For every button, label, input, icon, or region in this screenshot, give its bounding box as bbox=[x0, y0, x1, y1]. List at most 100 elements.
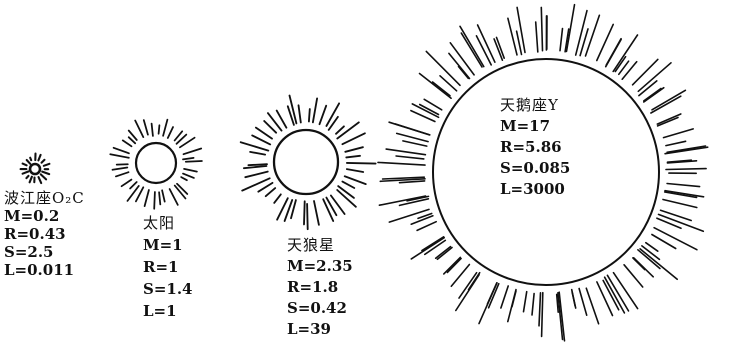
star-ray bbox=[38, 155, 40, 161]
star-radius: R=1.8 bbox=[287, 278, 353, 296]
star-s-value: S=0.42 bbox=[287, 299, 353, 317]
star-ray bbox=[586, 288, 598, 324]
star-name: 太阳 bbox=[143, 214, 193, 232]
star-ray bbox=[250, 152, 265, 155]
star-ray bbox=[572, 290, 576, 309]
star-ray bbox=[396, 156, 424, 159]
star-ray bbox=[320, 106, 327, 125]
star-ray bbox=[605, 277, 625, 313]
star-ray bbox=[651, 96, 681, 113]
star-ray bbox=[661, 210, 692, 220]
star-ray bbox=[411, 111, 435, 122]
star-ray bbox=[274, 194, 281, 203]
star-ray bbox=[135, 121, 143, 138]
star-luminosity: L=1 bbox=[143, 302, 193, 320]
star-radius: R=1 bbox=[143, 258, 193, 276]
star-ray bbox=[397, 133, 428, 141]
label-sun: 太阳 M=1 R=1 S=1.4 L=1 bbox=[143, 214, 193, 320]
star-ray bbox=[163, 120, 167, 136]
star-ray bbox=[113, 168, 128, 170]
star-radius: R=5.86 bbox=[500, 138, 570, 156]
star-ray bbox=[347, 163, 376, 164]
star-ray bbox=[307, 204, 308, 229]
star-sun-drawing bbox=[110, 120, 202, 209]
star-ray bbox=[123, 140, 132, 146]
star-ray bbox=[539, 293, 541, 326]
star-ray bbox=[122, 180, 132, 187]
star-ray bbox=[417, 222, 436, 231]
star-ray bbox=[396, 124, 430, 135]
star-ray bbox=[579, 289, 587, 316]
star-ray bbox=[299, 105, 301, 122]
star-ray bbox=[116, 172, 129, 176]
star-ray bbox=[248, 164, 267, 165]
star-ray bbox=[667, 184, 700, 187]
star-ray bbox=[567, 5, 575, 52]
star-ray bbox=[44, 164, 50, 166]
star-ray bbox=[664, 129, 694, 138]
star-ray bbox=[576, 11, 587, 56]
star-ray bbox=[242, 178, 270, 190]
star-ray bbox=[162, 190, 165, 201]
star-name: 天狼星 bbox=[287, 236, 353, 254]
star-ray bbox=[532, 294, 534, 315]
star-ray bbox=[252, 135, 270, 144]
star-ray bbox=[39, 177, 42, 183]
star-ray bbox=[536, 22, 538, 52]
star-s-value: S=0.085 bbox=[500, 159, 570, 177]
star-ray bbox=[508, 18, 517, 55]
star-ray bbox=[41, 174, 46, 179]
star-ray bbox=[256, 128, 272, 139]
star-ray bbox=[183, 174, 194, 178]
star-ray bbox=[168, 127, 173, 138]
star-ray bbox=[331, 196, 345, 215]
star-ray bbox=[440, 76, 457, 91]
star-luminosity: L=0.011 bbox=[4, 261, 85, 279]
star-ray bbox=[183, 158, 194, 160]
star-ray bbox=[184, 169, 197, 172]
star-ray bbox=[186, 161, 202, 162]
star-s-value: S=2.5 bbox=[4, 243, 85, 261]
label-sirius: 天狼星 M=2.35 R=1.8 S=0.42 L=39 bbox=[287, 236, 353, 338]
star-ray bbox=[130, 182, 137, 189]
star-ray bbox=[459, 67, 469, 79]
star-ray bbox=[154, 192, 155, 209]
star-ray bbox=[309, 109, 310, 122]
star-ray bbox=[23, 164, 27, 166]
star-ray bbox=[542, 293, 543, 337]
star-ray bbox=[26, 176, 28, 178]
star-ray bbox=[657, 114, 681, 124]
star-ray bbox=[159, 192, 160, 204]
star-ray bbox=[314, 201, 319, 225]
star-mass: M=17 bbox=[500, 117, 570, 135]
star-radius: R=0.43 bbox=[4, 225, 85, 243]
star-ray bbox=[501, 286, 508, 308]
star-ray bbox=[657, 218, 681, 228]
star-disc bbox=[136, 143, 176, 183]
star-ray bbox=[152, 124, 153, 136]
star-ray bbox=[633, 258, 645, 270]
star-ray bbox=[665, 147, 708, 154]
star-ray bbox=[622, 62, 637, 79]
star-ray bbox=[437, 248, 452, 260]
star-ray bbox=[244, 166, 267, 168]
star-ray bbox=[400, 181, 425, 183]
star-ray bbox=[42, 172, 49, 175]
star-ray bbox=[345, 176, 366, 184]
star-eridani-o2c-drawing bbox=[21, 154, 50, 184]
star-ray bbox=[541, 7, 542, 50]
star-mass: M=0.2 bbox=[4, 207, 85, 225]
star-ray bbox=[433, 82, 450, 96]
star-ray bbox=[23, 172, 29, 174]
star-ray bbox=[426, 51, 460, 85]
star-mass: M=1 bbox=[143, 236, 193, 254]
star-ray bbox=[403, 141, 427, 146]
star-ray bbox=[586, 15, 600, 56]
star-ray bbox=[30, 158, 31, 161]
star-ray bbox=[449, 53, 470, 78]
star-ray bbox=[512, 291, 516, 307]
star-ray bbox=[386, 149, 425, 155]
star-ray bbox=[145, 190, 149, 206]
star-name: 波江座O₂C bbox=[4, 189, 85, 207]
star-ray bbox=[110, 154, 129, 158]
